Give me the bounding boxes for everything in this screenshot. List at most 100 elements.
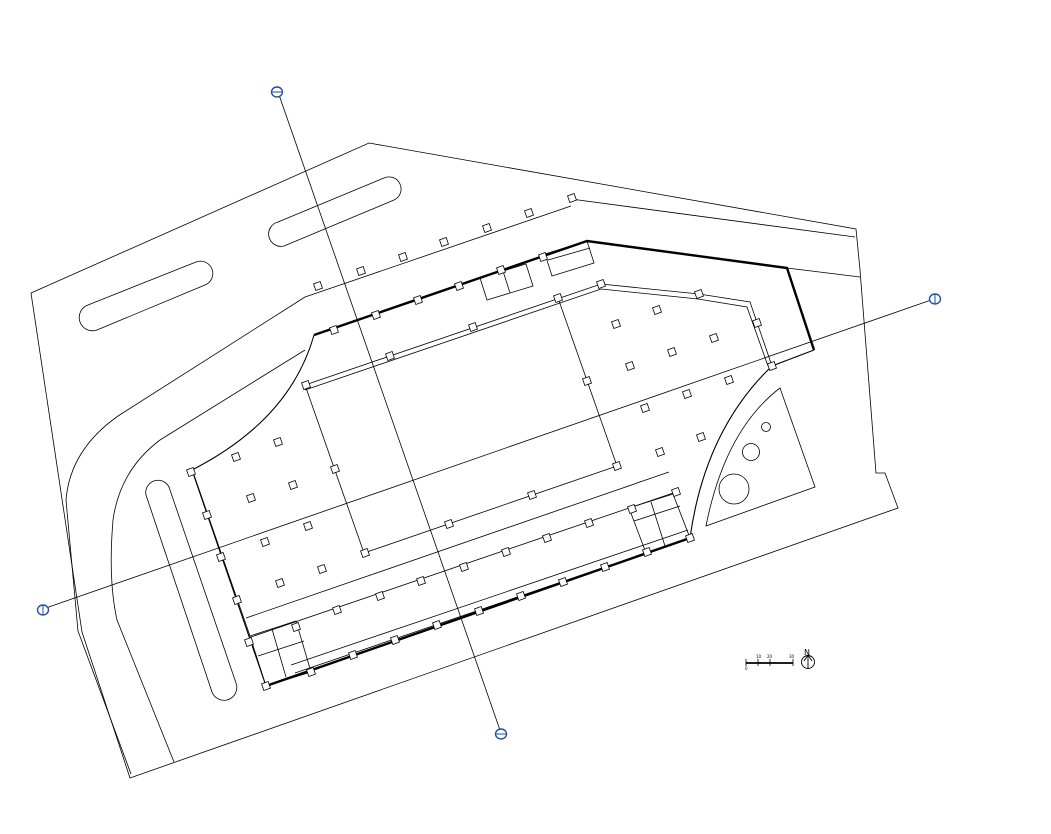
column-marker xyxy=(202,510,212,520)
column-marker xyxy=(542,533,552,543)
column-marker xyxy=(582,376,592,386)
column-marker xyxy=(652,305,662,315)
column-marker xyxy=(640,403,650,413)
column-marker xyxy=(685,533,695,543)
north-label: N xyxy=(804,648,810,657)
column-marker xyxy=(330,464,340,474)
column-marker xyxy=(291,622,301,632)
planter-circle-small xyxy=(761,422,771,432)
column-marker xyxy=(348,650,358,660)
column-marker xyxy=(667,347,677,357)
interior-wall-south xyxy=(245,471,691,674)
column-marker xyxy=(306,667,316,677)
column-marker xyxy=(317,564,327,574)
column-marker xyxy=(444,519,454,529)
building-wall-north xyxy=(313,239,816,351)
column-marker xyxy=(496,265,506,275)
scale-tick-20: 20 xyxy=(767,654,773,659)
parking-island-bottom-left xyxy=(145,479,238,701)
column-marker xyxy=(501,547,511,557)
grid-bubble-right[interactable] xyxy=(928,293,942,305)
planter-circle-medium xyxy=(742,443,760,461)
column-marker xyxy=(385,351,395,361)
column-marker xyxy=(288,480,298,490)
column-marker xyxy=(642,547,652,557)
grid-bubble-left[interactable] xyxy=(36,604,50,616)
column-marker xyxy=(246,493,256,503)
north-arrow: N xyxy=(801,648,815,669)
scale-bar: 0 10 20 30 xyxy=(745,654,795,671)
parking-island-top xyxy=(268,176,402,247)
scale-tick-30: 30 xyxy=(789,654,795,659)
column-marker xyxy=(596,279,606,289)
column-marker xyxy=(413,295,423,305)
column-marker xyxy=(767,361,777,371)
column-marker xyxy=(216,552,226,562)
column-markers xyxy=(186,193,777,691)
column-marker xyxy=(516,591,526,601)
column-marker xyxy=(655,447,665,457)
column-marker xyxy=(558,577,568,587)
grid-axis-vertical xyxy=(277,91,502,734)
column-marker xyxy=(682,389,692,399)
scale-tick-10: 10 xyxy=(756,654,762,659)
column-marker xyxy=(553,293,563,303)
landscape-planter xyxy=(705,387,816,527)
column-marker xyxy=(260,537,270,547)
parking-island-left xyxy=(78,260,214,332)
column-marker xyxy=(612,461,622,471)
column-marker xyxy=(709,333,719,343)
road-edge-outer xyxy=(65,198,856,775)
column-marker xyxy=(244,637,254,647)
planter-circle-large xyxy=(718,473,750,505)
column-marker xyxy=(600,562,610,572)
column-marker xyxy=(724,375,734,385)
column-marker xyxy=(627,504,637,514)
column-marker xyxy=(390,635,400,645)
column-marker xyxy=(454,281,464,291)
column-marker xyxy=(527,490,537,500)
column-marker xyxy=(398,252,408,262)
column-marker xyxy=(752,318,762,328)
column-marker xyxy=(232,595,242,605)
column-marker xyxy=(360,548,370,558)
column-marker xyxy=(625,361,635,371)
road-edge-inner xyxy=(110,205,861,763)
column-marker xyxy=(567,193,577,203)
column-marker xyxy=(482,223,492,233)
column-marker xyxy=(371,310,381,320)
column-marker xyxy=(611,319,621,329)
column-marker xyxy=(313,281,323,291)
column-marker xyxy=(273,437,283,447)
column-marker xyxy=(332,605,342,615)
column-marker xyxy=(671,487,681,497)
column-marker xyxy=(538,252,548,262)
column-marker xyxy=(416,576,426,586)
column-marker xyxy=(186,467,196,477)
column-marker xyxy=(261,681,271,691)
column-marker xyxy=(696,432,706,442)
column-marker xyxy=(356,266,366,276)
site-boundary xyxy=(30,142,899,779)
column-marker xyxy=(474,606,484,616)
column-marker xyxy=(439,237,449,247)
column-marker xyxy=(231,452,241,462)
column-marker xyxy=(524,208,534,218)
column-marker xyxy=(375,591,385,601)
column-marker xyxy=(301,380,311,390)
column-marker xyxy=(303,521,313,531)
interior-wall-north xyxy=(304,283,773,391)
building-outline xyxy=(190,334,815,687)
column-marker xyxy=(432,620,442,630)
column-marker xyxy=(459,562,469,572)
grid-bubble-bottom[interactable] xyxy=(494,728,508,740)
column-marker xyxy=(329,325,339,335)
room-blocks xyxy=(249,240,691,687)
column-marker xyxy=(275,578,285,588)
grid-axis-horizontal xyxy=(42,298,935,610)
column-marker xyxy=(584,518,594,528)
column-marker xyxy=(468,322,478,332)
column-marker xyxy=(694,289,704,299)
grid-bubble-top[interactable] xyxy=(270,86,284,98)
